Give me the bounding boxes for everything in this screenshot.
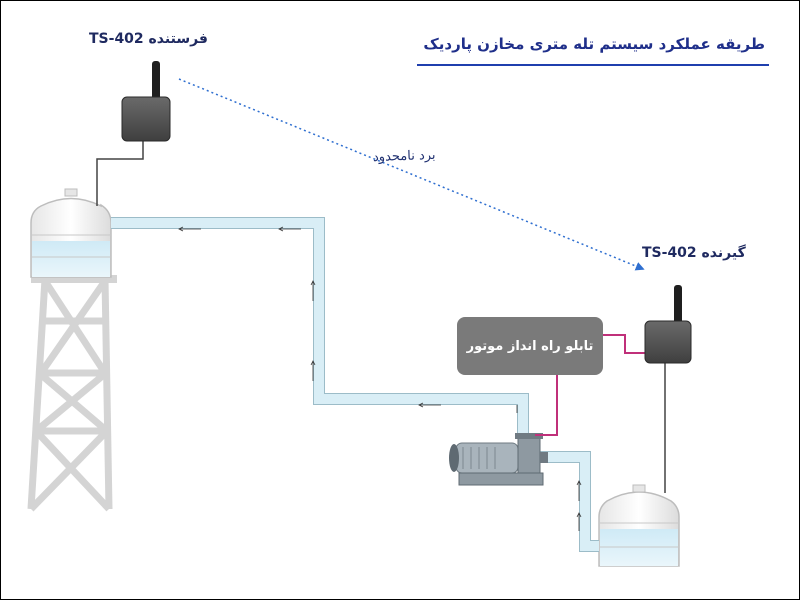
signal-line (96, 141, 666, 493)
receiver-role: گیرنده (701, 245, 746, 261)
sender-role: فرستنده (148, 31, 208, 47)
title-underline (417, 64, 769, 66)
sender-model: TS-402 (89, 31, 144, 47)
elevated-tank-icon (30, 188, 112, 278)
flow-arrows (178, 226, 582, 531)
pump-motor-icon (449, 433, 548, 486)
receiver-device-icon (644, 285, 692, 364)
motor-starter-panel: تابلو راه انداز موتور (457, 317, 603, 375)
tower-structure (27, 275, 117, 512)
water-pipe (111, 217, 599, 552)
radio-range-label: برد نامحدود (372, 147, 436, 166)
sender-label: TS-402 فرستنده (89, 31, 208, 47)
radio-link-line (178, 78, 645, 271)
receiver-model: TS-402 (642, 245, 697, 261)
sender-device-icon (121, 61, 171, 142)
ground-tank-icon (598, 484, 680, 567)
receiver-label: TS-402 گیرنده (642, 245, 746, 261)
motor-starter-panel-label: تابلو راه انداز موتور (466, 338, 594, 354)
diagram-title: طریقه عملکرد سیستم تله متری مخازن پاردیک (423, 35, 765, 53)
